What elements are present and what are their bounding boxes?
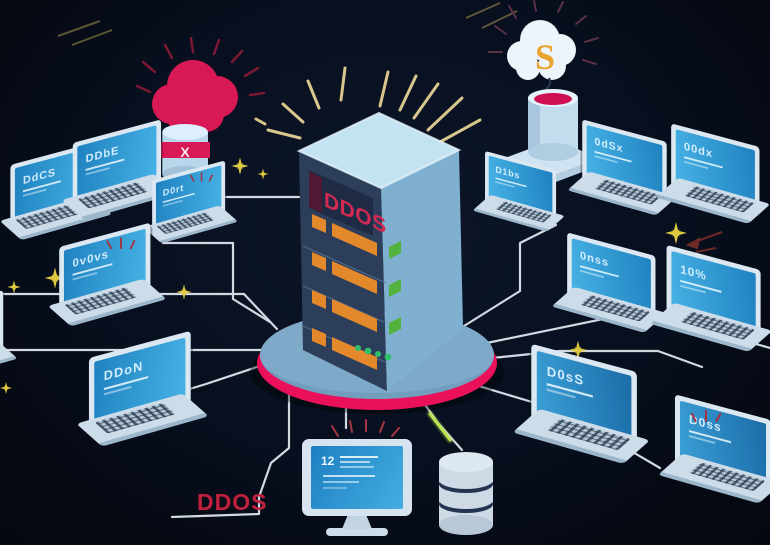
alert-spikes-icon — [189, 171, 216, 182]
laptop-geometry: D0ss — [652, 394, 770, 528]
burst-rays — [254, 66, 482, 144]
monitor-base — [326, 528, 388, 536]
laptop-bottom-left: DDoN — [72, 330, 215, 472]
laptop-top-left-3: D0rt — [140, 160, 243, 262]
laptop-top-right-2: 00dx — [650, 123, 770, 246]
blocked-cloud: X — [135, 36, 266, 182]
laptop-left-edge — [0, 290, 23, 404]
blocked-badge: X — [180, 144, 190, 160]
laptop-bottom-right-2: D0ss — [652, 394, 770, 528]
server-bars — [312, 214, 377, 370]
monitor-screen-line — [323, 475, 375, 477]
server-label-panel — [309, 170, 373, 236]
blocked-cloud-body — [152, 60, 238, 133]
glowing-wire-segment — [426, 410, 454, 444]
laptop-mid-left: 0v0vs — [44, 222, 172, 350]
server-led-dots — [355, 345, 392, 361]
laptop-geometry: 0v0vs — [44, 222, 172, 350]
victim-monitor: 12 — [302, 439, 412, 536]
laptop-screen-content: D1bs — [489, 156, 553, 198]
monitor-screen-line — [323, 487, 347, 489]
laptop-screen-content: D0sS — [537, 351, 632, 414]
laptop-screen-content: 00dx — [676, 129, 755, 181]
laptop-screen-content: 10% — [671, 251, 755, 307]
money-cloud-rays — [488, 0, 599, 65]
monitor-screen: 12 — [311, 446, 403, 509]
laptop-bottom-right-1: D0sS — [506, 343, 655, 491]
laptop-geometry: D0sS — [506, 343, 655, 491]
laptop-screen-content: DDbE — [77, 125, 156, 177]
laptop-geometry: 00dx — [650, 123, 770, 246]
monitor-stand — [342, 516, 372, 529]
laptop-keyboard-deck — [0, 340, 18, 384]
attack-arrows — [685, 231, 723, 253]
server-tower: DDOS — [296, 111, 463, 391]
alert-spikes-icon — [106, 236, 139, 250]
dollar-symbol: S — [535, 37, 555, 77]
laptop-mid-right-2: 10% — [644, 244, 770, 376]
laptop-geometry: 10% — [644, 244, 770, 376]
alert-spikes-icon — [687, 408, 722, 423]
money-cloud-body — [507, 20, 576, 80]
ddos-caption: DDOS — [197, 489, 268, 515]
monitor-frame: 12 — [302, 439, 412, 516]
laptop-screen-content: 0nss — [572, 238, 651, 290]
blocked-cloud-rays — [135, 36, 266, 97]
monitor-screen-lines — [340, 454, 379, 471]
monitor-alert-spikes — [331, 419, 400, 437]
laptop-geometry: DDoN — [72, 330, 215, 472]
gold-streaks — [57, 2, 518, 46]
laptop-geometry: D1bs — [468, 150, 568, 250]
laptop-inner-right: D1bs — [468, 150, 568, 250]
server-status-squares — [389, 241, 401, 335]
laptop-geometry: D0rt — [140, 160, 243, 262]
laptop-geometry — [0, 290, 23, 404]
monitor-screen-text: 12 — [321, 454, 335, 468]
monitor-screen-line — [323, 481, 359, 483]
server-right-face — [381, 150, 463, 391]
database-icon — [439, 452, 493, 535]
